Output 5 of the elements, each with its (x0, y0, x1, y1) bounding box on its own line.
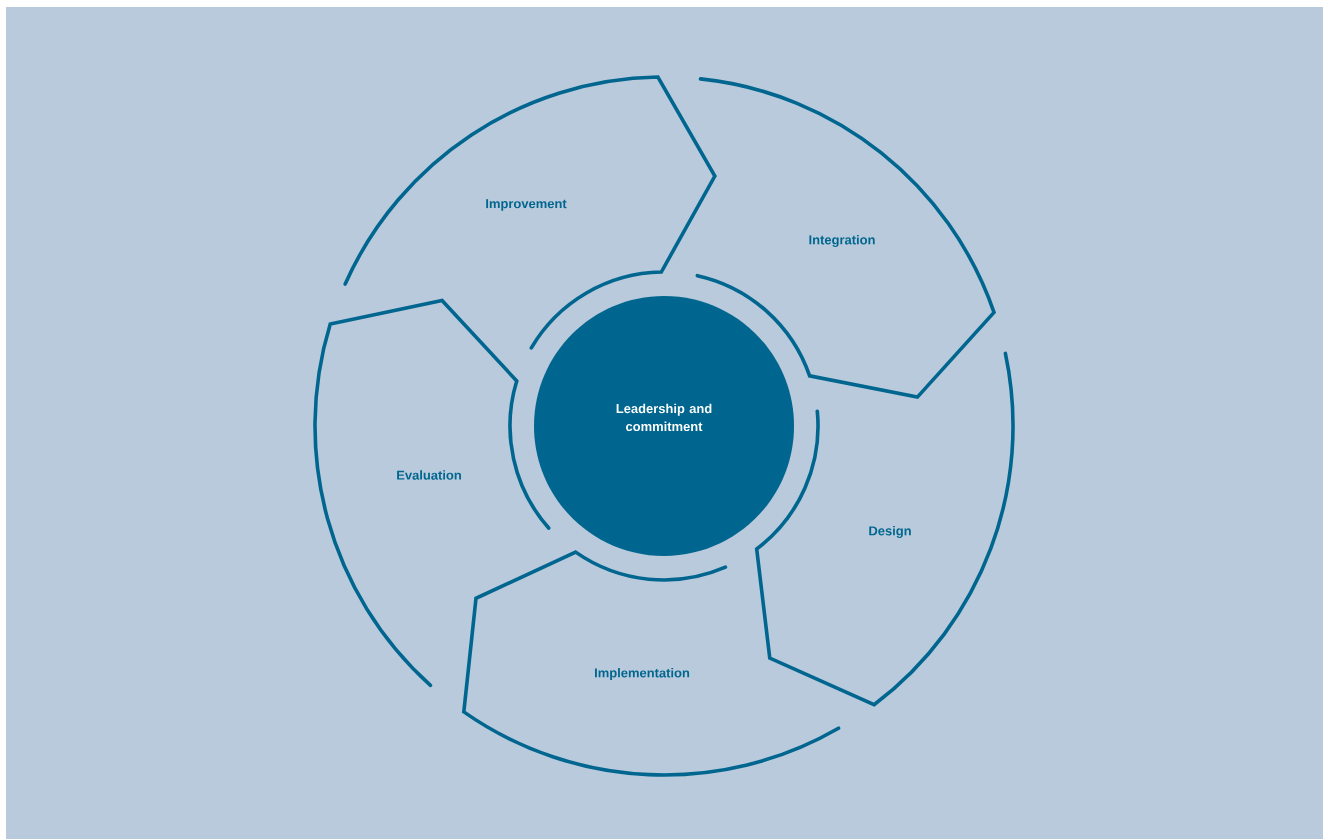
cycle-segment: Evaluation (313, 298, 551, 688)
cycle-segment: Design (754, 351, 1015, 707)
cycle-segment: Improvement (343, 75, 717, 350)
cycle-segment: Implementation (462, 550, 841, 777)
cycle-segment: Integration (695, 77, 996, 399)
